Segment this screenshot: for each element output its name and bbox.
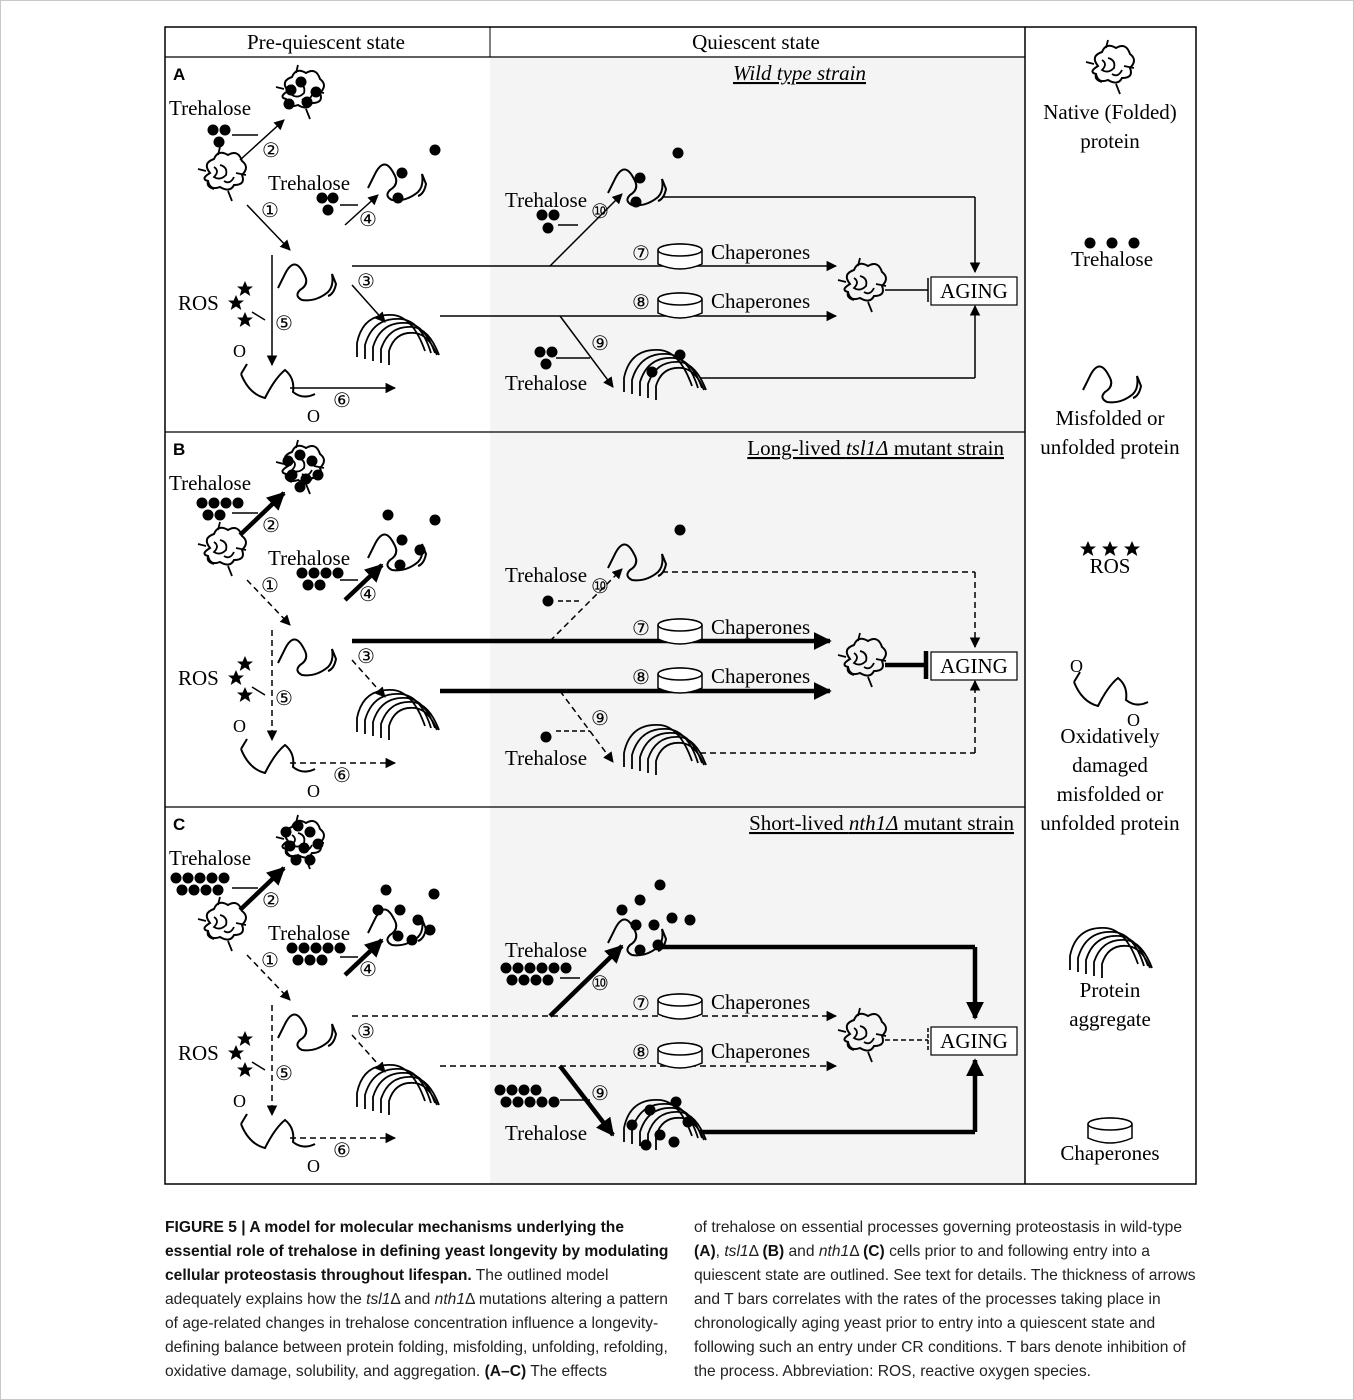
svg-text:③: ③ [357, 271, 375, 293]
svg-text:aggregate: aggregate [1069, 1007, 1151, 1031]
svg-text:O: O [307, 406, 320, 426]
svg-text:O: O [1127, 710, 1140, 730]
caption-text-col1: The effects [526, 1363, 608, 1380]
panel-letter: A [173, 65, 185, 84]
svg-text:⑨: ⑨ [591, 333, 609, 355]
svg-text:Chaperones: Chaperones [711, 1039, 810, 1063]
panel-title: Wild type strain [733, 61, 866, 85]
svg-text:Chaperones: Chaperones [711, 615, 810, 639]
svg-text:④: ④ [359, 959, 377, 981]
figure-5-diagram: Pre-quiescent state Quiescent state A Wi… [164, 26, 1197, 1185]
legend: Native (Folded) protein Trehalose Misfol… [1040, 39, 1180, 1165]
figure-caption-right: of trehalose on essential processes gove… [694, 1219, 1196, 1380]
svg-text:⑧: ⑧ [632, 292, 650, 314]
figure-caption-left: FIGURE 5 | A model for molecular mechani… [165, 1219, 669, 1380]
svg-text:Trehalose: Trehalose [268, 171, 350, 195]
svg-text:②: ② [262, 140, 280, 162]
svg-text:ROS: ROS [1090, 554, 1131, 578]
svg-text:⑥: ⑥ [333, 1140, 351, 1162]
svg-text:unfolded protein: unfolded protein [1040, 435, 1180, 459]
svg-text:Trehalose: Trehalose [268, 921, 350, 945]
svg-text:①: ① [261, 950, 279, 972]
svg-text:Trehalose: Trehalose [505, 746, 587, 770]
svg-text:③: ③ [357, 646, 375, 668]
svg-text:Chaperones: Chaperones [711, 664, 810, 688]
svg-text:③: ③ [357, 1021, 375, 1043]
svg-text:ROS: ROS [178, 1041, 219, 1065]
svg-text:Chaperones: Chaperones [711, 990, 810, 1014]
aging-box: AGING [940, 279, 1008, 303]
svg-text:①: ① [261, 575, 279, 597]
svg-text:Chaperones: Chaperones [1060, 1141, 1159, 1165]
svg-text:⑦: ⑦ [632, 993, 650, 1015]
svg-text:⑧: ⑧ [632, 667, 650, 689]
svg-text:O: O [307, 1156, 320, 1176]
panel-title: Long-lived tsl1Δ mutant strain [747, 436, 1004, 460]
svg-text:Trehalose: Trehalose [505, 938, 587, 962]
svg-text:⑩: ⑩ [591, 973, 609, 995]
protein-aggregate-icon [1069, 926, 1153, 979]
svg-text:⑩: ⑩ [591, 576, 609, 598]
svg-text:AGING: AGING [940, 654, 1008, 678]
svg-text:①: ① [261, 200, 279, 222]
svg-text:Trehalose: Trehalose [169, 846, 251, 870]
svg-text:⑦: ⑦ [632, 243, 650, 265]
svg-text:Trehalose: Trehalose [505, 1121, 587, 1145]
svg-text:⑩: ⑩ [591, 201, 609, 223]
trehalose-label: Trehalose [169, 96, 251, 120]
svg-text:C: C [173, 815, 185, 834]
svg-text:Chaperones: Chaperones [711, 240, 810, 264]
panel-c: C Short-lived nth1Δ mutant strain Trehal… [169, 811, 1018, 1176]
svg-text:Trehalose: Trehalose [1071, 247, 1153, 271]
svg-text:Protein: Protein [1080, 978, 1141, 1002]
svg-text:⑥: ⑥ [333, 390, 351, 412]
oxidized-protein-icon [1073, 671, 1149, 707]
svg-text:B: B [173, 440, 185, 459]
svg-text:Chaperones: Chaperones [711, 289, 810, 313]
figure-frame [164, 26, 1197, 1185]
svg-text:damaged: damaged [1072, 753, 1148, 777]
native-protein-icon [1085, 39, 1135, 95]
svg-text:⑦: ⑦ [632, 618, 650, 640]
svg-text:Native (Folded): Native (Folded) [1043, 100, 1177, 124]
caption-title: FIGURE 5 | A model for molecular mechani… [165, 1219, 669, 1284]
col-header-quiescent: Quiescent state [692, 30, 820, 54]
svg-text:④: ④ [359, 209, 377, 231]
svg-text:O: O [233, 716, 246, 736]
svg-text:Misfolded or: Misfolded or [1055, 406, 1164, 430]
svg-text:ROS: ROS [178, 666, 219, 690]
svg-text:Trehalose: Trehalose [268, 546, 350, 570]
panel-a: A Wild type strain Trehalose ② Trehalose… [169, 61, 1018, 426]
svg-text:unfolded protein: unfolded protein [1040, 811, 1180, 835]
svg-text:Oxidatively: Oxidatively [1060, 724, 1160, 748]
quiescent-background [490, 57, 1025, 1184]
svg-text:②: ② [262, 890, 280, 912]
svg-text:Trehalose: Trehalose [505, 563, 587, 587]
svg-text:protein: protein [1080, 129, 1140, 153]
svg-text:Trehalose: Trehalose [169, 471, 251, 495]
svg-text:⑤: ⑤ [275, 688, 293, 710]
svg-text:AGING: AGING [940, 1029, 1008, 1053]
svg-text:Trehalose: Trehalose [505, 188, 587, 212]
svg-text:ROS: ROS [178, 291, 219, 315]
svg-text:⑨: ⑨ [591, 708, 609, 730]
svg-text:④: ④ [359, 584, 377, 606]
panel-title: Short-lived nth1Δ mutant strain [749, 811, 1014, 835]
panel-b: B Long-lived tsl1Δ mutant strain Trehalo… [169, 436, 1018, 801]
svg-text:⑧: ⑧ [632, 1042, 650, 1064]
svg-text:O: O [1070, 656, 1083, 676]
svg-text:⑨: ⑨ [591, 1083, 609, 1105]
svg-text:②: ② [262, 515, 280, 537]
svg-text:misfolded or: misfolded or [1057, 782, 1164, 806]
svg-text:O: O [233, 1091, 246, 1111]
svg-text:⑤: ⑤ [275, 313, 293, 335]
misfolded-protein-icon [1082, 365, 1142, 404]
chaperone-icon [1087, 1117, 1133, 1144]
svg-text:O: O [307, 781, 320, 801]
svg-text:⑥: ⑥ [333, 765, 351, 787]
svg-text:O: O [233, 341, 246, 361]
svg-text:⑤: ⑤ [275, 1063, 293, 1085]
col-header-pre: Pre-quiescent state [247, 30, 405, 54]
svg-text:Trehalose: Trehalose [505, 371, 587, 395]
